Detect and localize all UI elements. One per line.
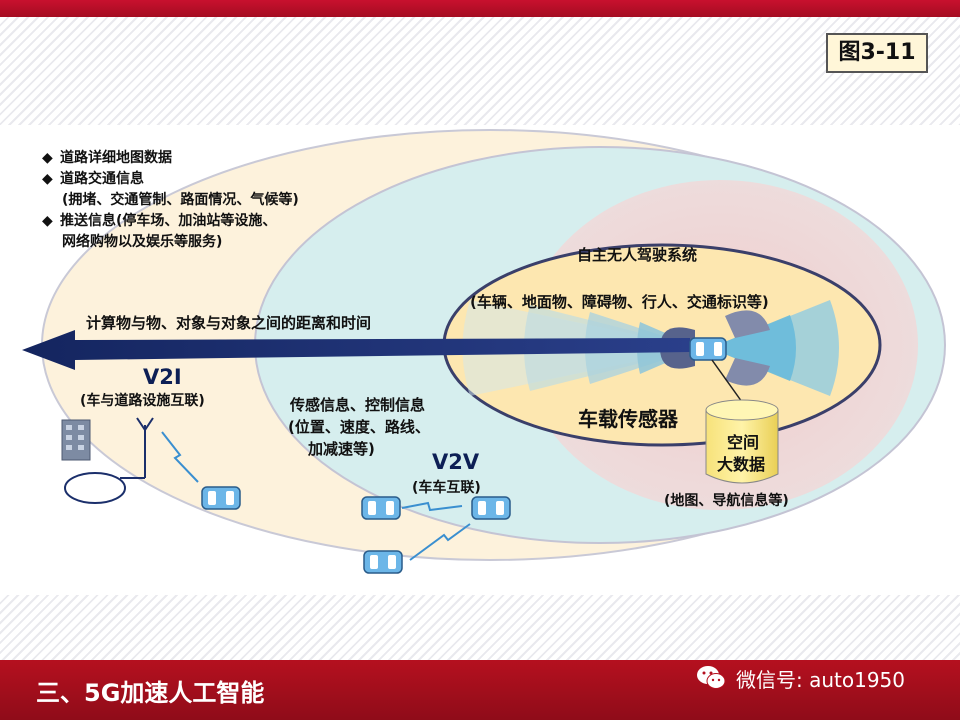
vehicle-sensor-label: 车载传感器 xyxy=(578,407,679,431)
diamond-bullet-icon: ◆ xyxy=(42,150,53,166)
bullet-item: ◆ 道路交通信息 xyxy=(42,169,299,190)
big-data-line1: 空间 xyxy=(727,433,759,452)
bullet-subtext: (拥堵、交通管制、路面情况、气候等) xyxy=(62,192,299,208)
bullet-item: ◆ 推送信息(停车场、加油站等设施、 xyxy=(42,211,299,232)
signal-bolt-icon xyxy=(161,431,199,483)
sensing-info-line3: 加减速等) xyxy=(307,440,375,458)
bullet-item: ◆ 道路详细地图数据 xyxy=(42,148,299,169)
header-background xyxy=(0,17,960,125)
bullet-text: 推送信息(停车场、加油站等设施、 xyxy=(60,213,277,229)
v2v-title: V2V xyxy=(432,450,480,474)
v2i-title: V2I xyxy=(143,365,182,389)
wechat-badge: 微信号: auto1950 xyxy=(696,660,905,696)
autonomous-title: 自主无人驾驶系统 xyxy=(577,246,697,264)
bullet-list: ◆ 道路详细地图数据 ◆ 道路交通信息 (拥堵、交通管制、路面情况、气候等) ◆ 推送… xyxy=(42,148,299,253)
big-data-line2: 大数据 xyxy=(717,455,765,474)
bottom-red-bar xyxy=(0,660,960,720)
car-icon xyxy=(361,496,401,520)
big-data-cylinder-icon xyxy=(705,399,779,484)
top-red-bar xyxy=(0,0,960,17)
ego-car-icon xyxy=(689,337,727,361)
diamond-bullet-icon: ◆ xyxy=(42,213,53,229)
wechat-icon xyxy=(697,666,726,689)
v2v-subtitle: (车车互联) xyxy=(412,479,481,496)
distance-arrow xyxy=(22,330,690,370)
autonomous-subtitle: (车辆、地面物、障碍物、行人、交通标识等) xyxy=(470,293,769,311)
car-icon xyxy=(201,486,241,510)
figure-label: 图3-11 xyxy=(826,33,928,73)
bullet-subtext: 网络购物以及娱乐等服务) xyxy=(62,234,223,250)
roadside-unit-icon xyxy=(64,472,126,504)
wechat-id: 微信号: auto1950 xyxy=(736,667,906,692)
section-title: 三、5G加速人工智能 xyxy=(36,679,265,707)
signal-bolt-icon xyxy=(409,523,471,561)
footer-background xyxy=(0,595,960,660)
bullet-text: 道路详细地图数据 xyxy=(60,150,172,166)
v2i-subtitle: (车与道路设施互联) xyxy=(80,392,205,409)
building-icon xyxy=(61,419,91,461)
sensing-info-line1: 传感信息、控制信息 xyxy=(289,396,425,414)
sensing-info-line2: (位置、速度、路线、 xyxy=(288,418,430,436)
signal-bolt-icon xyxy=(401,501,463,512)
car-icon xyxy=(363,550,403,574)
bullet-text: 道路交通信息 xyxy=(60,171,144,187)
big-data-caption: (地图、导航信息等) xyxy=(664,492,789,509)
diamond-bullet-icon: ◆ xyxy=(42,171,53,187)
car-to-database-line xyxy=(711,359,743,403)
car-icon xyxy=(471,496,511,520)
arrow-label: 计算物与物、对象与对象之间的距离和时间 xyxy=(86,314,371,332)
